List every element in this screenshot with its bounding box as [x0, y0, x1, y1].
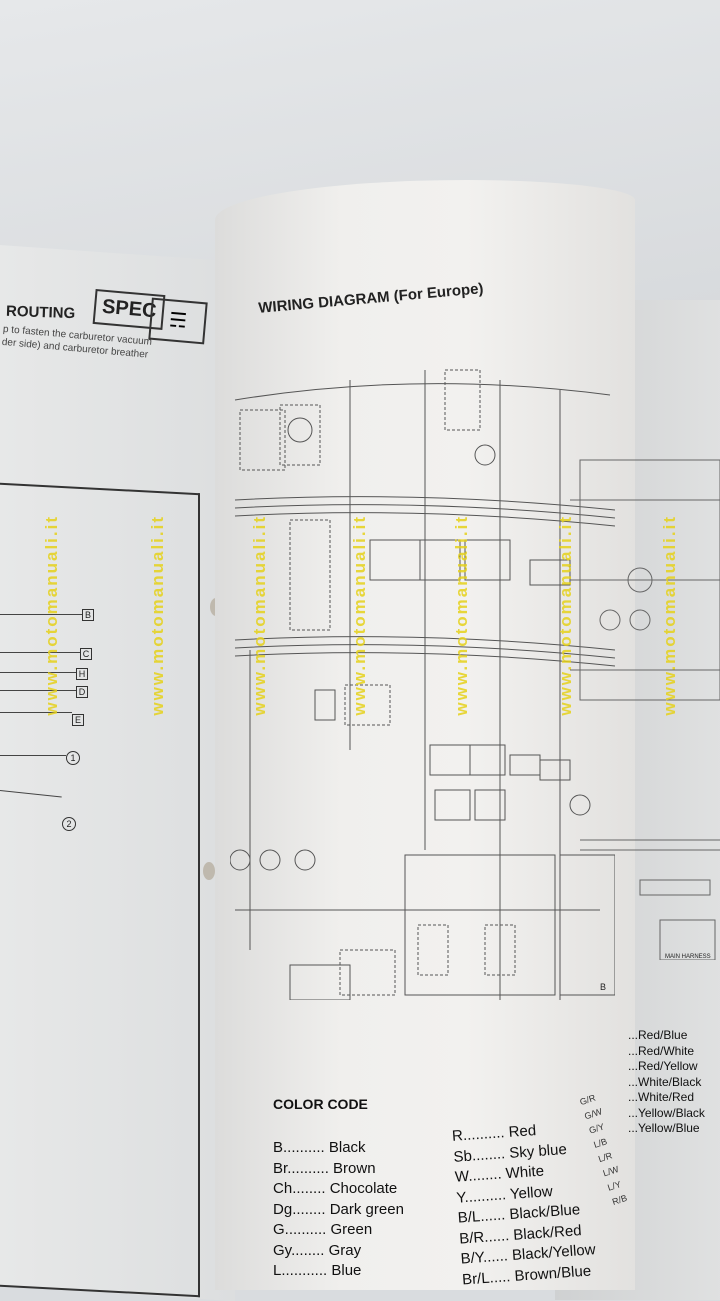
callout-label: B: [82, 609, 94, 621]
leader-line: [0, 672, 76, 673]
color-code-item: Ch........ Chocolate: [273, 1180, 398, 1197]
watermark: www.motomanuali.it: [452, 515, 471, 716]
main-harness-label: MAIN HARNESS: [665, 954, 711, 960]
binder-hole: [203, 862, 215, 880]
color-code-item: L........... Blue: [273, 1262, 362, 1279]
illustration-frame: [0, 482, 200, 1298]
diagram-tag: B: [600, 982, 606, 992]
leader-line: [0, 690, 76, 691]
callout-label: C: [80, 648, 92, 660]
color-code-item: B.......... Black: [273, 1139, 366, 1156]
callout-number: 2: [62, 817, 76, 831]
color-code-col2: R.......... Red Sb........ Sky blue W...…: [451, 1117, 597, 1290]
right-diagram: MAIN HARNESS: [570, 459, 720, 960]
color-name: ...Yellow/Blue: [628, 1121, 700, 1135]
leader-line: [0, 652, 80, 653]
color-name: ...White/Red: [628, 1090, 695, 1104]
color-name: ...Red/Yellow: [628, 1059, 698, 1073]
leader-line: [0, 614, 82, 615]
color-code-col4: ...Red/Blue ...Red/White ...Red/Yellow .…: [628, 1028, 705, 1137]
watermark: www.motomanuali.it: [42, 515, 61, 716]
watermark: www.motomanuali.it: [350, 515, 369, 716]
color-code-item: G.......... Green: [273, 1221, 373, 1238]
color-name: ...Red/White: [628, 1043, 695, 1058]
color-code-col1: B.......... Black Br.......... Brown Ch.…: [273, 1138, 404, 1282]
color-code-title: COLOR CODE: [273, 1096, 368, 1112]
leader-line: [0, 712, 72, 713]
callout-label: E: [72, 714, 84, 726]
watermark: www.motomanuali.it: [660, 515, 679, 716]
leader-line: [0, 755, 66, 756]
color-code-item: Br.......... Brown: [273, 1159, 376, 1177]
callout-label: D: [76, 686, 88, 698]
wiring-diagram: B: [230, 369, 615, 1000]
watermark: www.motomanuali.it: [148, 515, 167, 716]
color-code-item: Dg........ Dark green: [273, 1200, 404, 1218]
color-code-item: Gy........ Gray: [273, 1241, 362, 1259]
callout-number: 1: [66, 751, 80, 765]
watermark: www.motomanuali.it: [250, 515, 269, 716]
callout-label: H: [76, 668, 88, 680]
section-heading: ROUTING: [5, 302, 76, 323]
watermark: www.motomanuali.it: [556, 515, 575, 716]
color-name: ...Red/Blue: [628, 1028, 688, 1042]
color-name: ...White/Black: [628, 1074, 702, 1089]
color-name: ...Yellow/Black: [628, 1105, 705, 1120]
